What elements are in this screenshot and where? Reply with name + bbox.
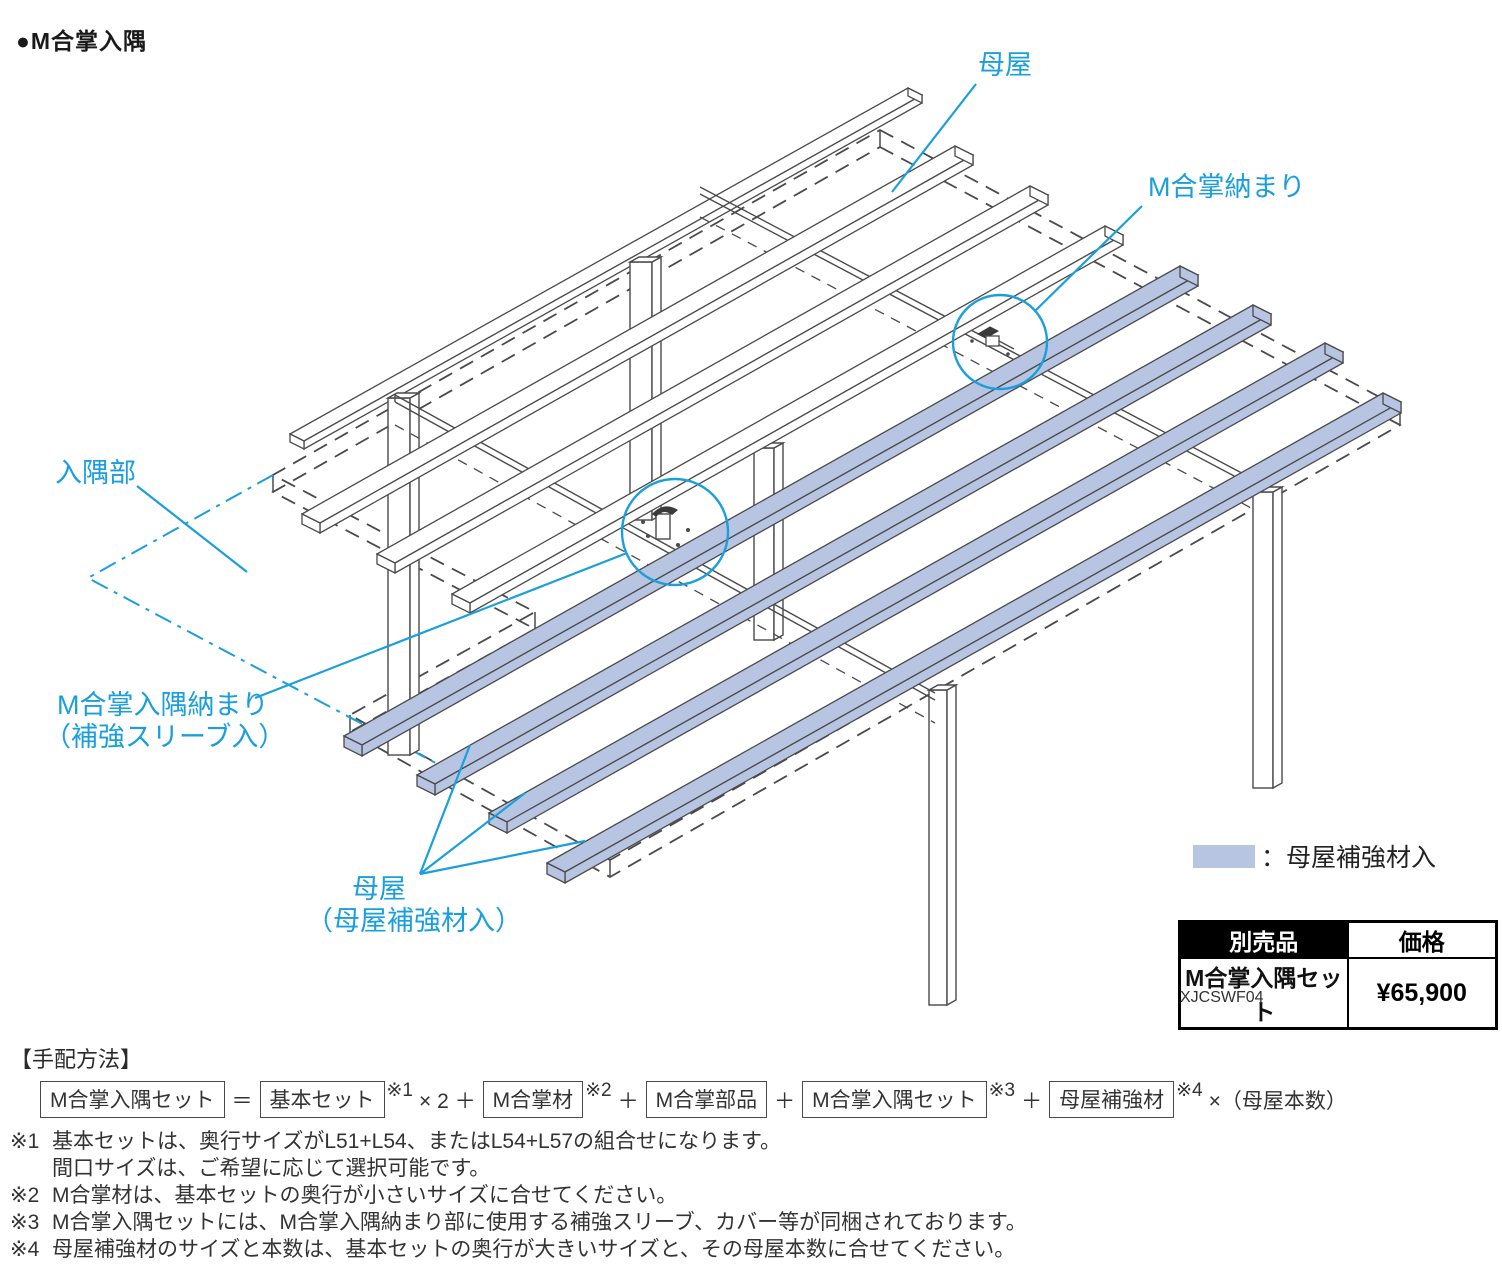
formula-token: ＝ — [231, 1089, 253, 1113]
legend: ：母屋補強材入 — [1193, 838, 1436, 874]
note-line: ※3 M合掌入隅セットには、M合掌入隅納まり部に使用する補強スリーブ、カバー等が… — [10, 1209, 1496, 1236]
note-text: 母屋補強材のサイズと本数は、基本セットの奥行が大きいサイズと、その母屋本数に合せ… — [52, 1238, 1016, 1261]
label-gassho-osamari: M合掌納まり — [1148, 172, 1306, 202]
front-post-right — [1250, 485, 1285, 790]
label-irisumi-osamari-2: （補強スリーブ入） — [44, 722, 285, 752]
leader-gassho — [1035, 205, 1143, 311]
order-notes: ※1 基本セットは、奥行サイズがL51+L54、またはL54+L57の組合せにな… — [10, 1128, 1496, 1263]
formula-token: × 2 ＋ — [419, 1089, 476, 1113]
leader-moya-fan-1 — [418, 744, 472, 875]
purlins-plain — [300, 144, 1125, 615]
label-moya-bottom-2: （母屋補強材入） — [306, 906, 522, 936]
rear-girder — [288, 86, 924, 451]
purlin-blue-2 — [415, 303, 1273, 797]
note-marker: ※1 — [10, 1130, 40, 1153]
leader-moya-fan-2 — [419, 792, 526, 875]
price-table-header-row: 別売品 価格 — [1178, 920, 1498, 959]
label-moya-top: 母屋 — [978, 50, 1032, 80]
formula-token: ※2 — [585, 1080, 612, 1101]
order-formula: M合掌入隅セット ＝ 基本セット ※1 × 2 ＋ M合掌材 ※2 ＋ M合掌部… — [38, 1080, 1496, 1118]
formula-token: 基本セット — [259, 1081, 385, 1118]
legend-label: ：母屋補強材入 — [1261, 844, 1437, 872]
leader-lines — [136, 83, 1143, 876]
note-marker: ※2 — [10, 1184, 40, 1207]
front-post-bottom — [926, 683, 959, 1007]
formula-token: ×（母屋本数） — [1208, 1089, 1347, 1113]
formula-token: M合掌材 — [482, 1081, 584, 1118]
formula-token: M合掌部品 — [645, 1081, 768, 1118]
leader-irisumi — [136, 485, 248, 573]
note-line: ※4 母屋補強材のサイズと本数は、基本セットの奥行が大きいサイズと、その母屋本数… — [10, 1236, 1496, 1263]
order-method-section: 【手配方法】 M合掌入隅セット ＝ 基本セット ※1 × 2 ＋ M合掌材 ※2… — [10, 1042, 1496, 1263]
page-title: ●M合掌入隅 — [16, 28, 148, 54]
irisumi-dashdot-outline — [85, 474, 446, 769]
formula-token: M合掌入隅セット — [40, 1081, 225, 1118]
formula-token: ＋ — [1021, 1089, 1043, 1113]
gassho-connector-detail — [970, 326, 1015, 356]
price-table-item-price: ¥65,900 — [1346, 957, 1498, 1030]
note-line: 間口サイズは、ご希望に応じて選択可能です。 — [10, 1155, 1496, 1182]
formula-token: ＋ — [617, 1089, 639, 1113]
price-table: 別売品 価格 M合掌入隅セット ¥65,900 — [1178, 920, 1498, 1030]
note-marker: ※3 — [10, 1211, 40, 1234]
price-table-item-name: M合掌入隅セット — [1178, 957, 1349, 1030]
leader-moya-top — [891, 83, 977, 193]
price-table-header-item: 別売品 — [1178, 920, 1349, 959]
purlin-white-2 — [375, 184, 1050, 575]
detail-circle-irisumi — [620, 477, 730, 587]
irisumi-connector-detail — [641, 506, 690, 547]
purlin-white-1 — [300, 144, 975, 535]
label-irisumi-bu: 入隅部 — [55, 458, 136, 488]
formula-token: ※1 — [386, 1080, 414, 1101]
price-table-header-price: 価格 — [1346, 920, 1498, 959]
order-method-title: 【手配方法】 — [10, 1047, 143, 1072]
note-marker — [10, 1155, 52, 1182]
label-moya-bottom-1: 母屋 — [352, 874, 406, 904]
formula-token: M合掌入隅セット — [802, 1081, 987, 1118]
note-marker: ※4 — [10, 1238, 40, 1261]
formula-token: 母屋補強材 — [1049, 1081, 1175, 1118]
label-irisumi-osamari-1: M合掌入隅納まり — [57, 690, 269, 720]
purlin-blue-4 — [545, 391, 1403, 885]
formula-token: ※3 — [988, 1080, 1016, 1101]
note-text: 間口サイズは、ご希望に応じて選択可能です。 — [52, 1157, 491, 1180]
note-text: 基本セットは、奥行サイズがL51+L54、またはL54+L57の組合せになります… — [52, 1130, 781, 1153]
formula-token: ＋ — [774, 1089, 796, 1113]
rear-post-left — [385, 391, 422, 757]
note-text: M合掌材は、基本セットの奥行が小さいサイズに合せてください。 — [52, 1184, 678, 1207]
formula-token: ※4 — [1176, 1080, 1203, 1101]
leader-moya-fan-3 — [419, 839, 586, 876]
isometric-structure-diagram: 母屋 M合掌納まり 入隅部 M合掌入隅納まり （補強スリーブ入） 母屋 （母屋補… — [44, 50, 1403, 1007]
note-text: M合掌入隅セットには、M合掌入隅納まり部に使用する補強スリーブ、カバー等が同梱さ… — [52, 1211, 1027, 1234]
purlin-white-3 — [450, 224, 1125, 615]
leader-irisumi-osamari — [254, 551, 628, 700]
product-code: XJCSWF04 — [1180, 989, 1264, 1006]
price-table-data-row: M合掌入隅セット ¥65,900 — [1178, 957, 1498, 1030]
purlin-blue-3 — [487, 341, 1345, 835]
note-line: ※1 基本セットは、奥行サイズがL51+L54、またはL54+L57の組合せにな… — [10, 1128, 1496, 1155]
detail-circle-gassho — [951, 293, 1049, 391]
note-line: ※2 M合掌材は、基本セットの奥行が小さいサイズに合せてください。 — [10, 1182, 1496, 1209]
legend-swatch-reinforced — [1193, 844, 1255, 868]
